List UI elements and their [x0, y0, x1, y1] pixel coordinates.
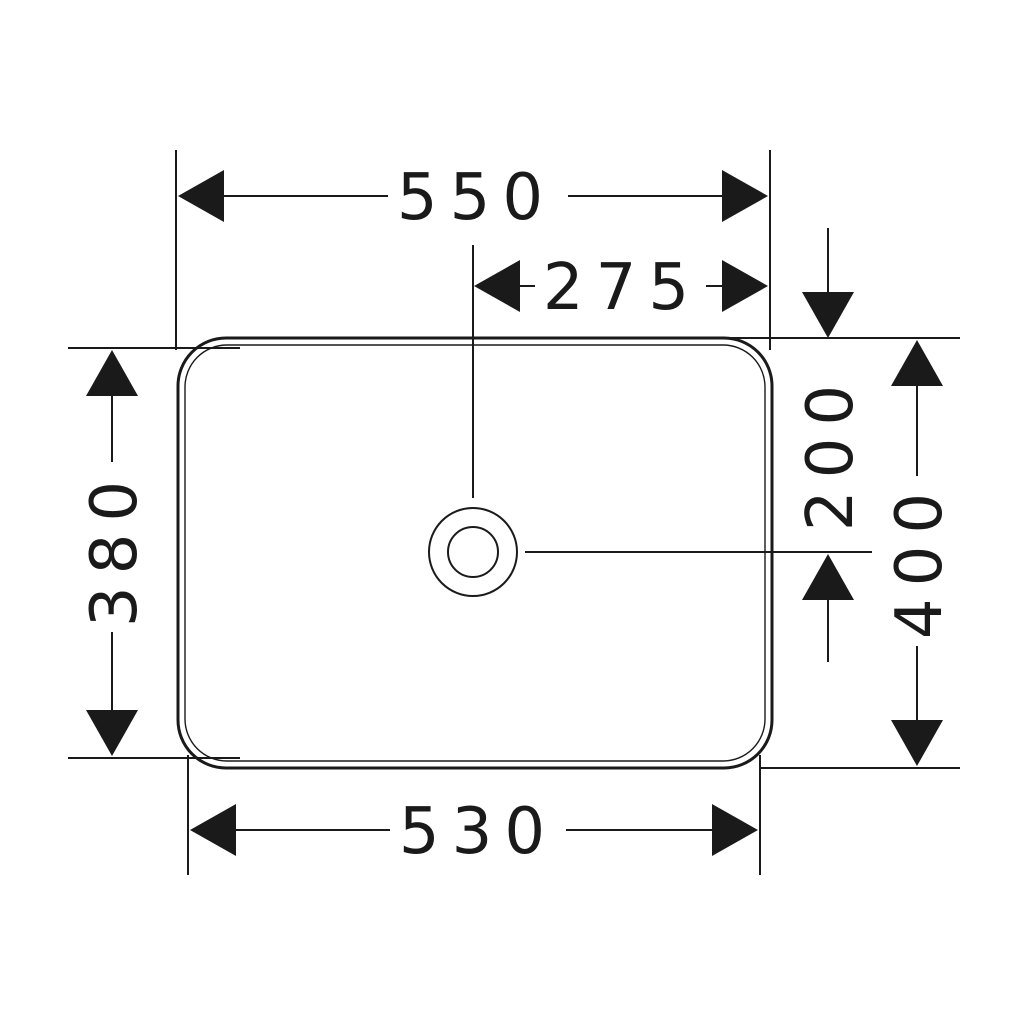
- arrow-up-icon: [802, 554, 854, 600]
- dimension-530: 530: [190, 795, 758, 869]
- dimension-550: 550: [178, 161, 768, 235]
- arrow-left-icon: [178, 170, 224, 222]
- dimension-label-380: 380: [78, 469, 152, 627]
- extension-lines: [68, 150, 960, 875]
- dimension-label-550: 550: [397, 161, 555, 235]
- arrow-left-icon: [474, 260, 520, 312]
- dimension-label-200: 200: [794, 373, 868, 531]
- drain-icon: [428, 507, 518, 597]
- dimension-400: 400: [883, 340, 957, 766]
- arrow-down-icon: [802, 292, 854, 338]
- arrow-right-icon: [722, 170, 768, 222]
- dimension-label-400: 400: [883, 481, 957, 639]
- dimension-380: 380: [78, 350, 152, 756]
- arrow-down-icon: [891, 720, 943, 766]
- arrow-right-icon: [712, 804, 758, 856]
- arrow-left-icon: [190, 804, 236, 856]
- arrow-right-icon: [722, 260, 768, 312]
- arrow-up-icon: [86, 350, 138, 396]
- arrow-down-icon: [86, 710, 138, 756]
- arrow-up-icon: [891, 340, 943, 386]
- dimension-200: 200: [794, 228, 868, 662]
- dimension-275: 275: [474, 251, 768, 325]
- dimension-label-530: 530: [399, 795, 557, 869]
- dimension-label-275: 275: [543, 251, 701, 325]
